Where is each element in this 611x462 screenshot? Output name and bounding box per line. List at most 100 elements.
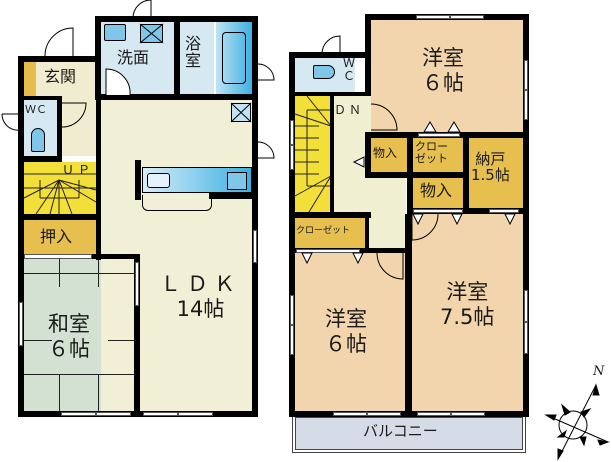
- wall: [407, 172, 469, 178]
- oshiire-area: [24, 220, 96, 254]
- wc-1f-label: ＷＣ: [25, 103, 47, 116]
- genkan-tile: [24, 62, 36, 96]
- oshiire-label: 押入: [40, 227, 73, 246]
- closet-door: [413, 209, 463, 213]
- fridge-x-icon: [230, 102, 252, 123]
- wall: [407, 208, 529, 214]
- youshitsu-sw-label: 洋室 ６帖: [325, 307, 367, 357]
- senmen-inner-door[interactable]: [104, 68, 132, 97]
- youshitsu-sw-area: [295, 253, 405, 411]
- balcony-label: バルコニー: [363, 422, 438, 440]
- monoire2-label: 物入: [420, 181, 453, 200]
- wall: [523, 14, 529, 417]
- nando-label: 納戸 1.5帖: [471, 150, 510, 184]
- genkan-label: 玄関: [44, 67, 77, 86]
- compass-icon: [544, 383, 610, 461]
- ldk-lower-area: [140, 254, 252, 411]
- kitchen-sink: [147, 173, 170, 188]
- window: [290, 295, 294, 325]
- wall: [96, 100, 101, 260]
- window: [253, 230, 257, 263]
- closet1-label: クロー ゼット: [415, 140, 448, 165]
- washbasin-icon: [104, 24, 126, 41]
- ldk-side-door[interactable]: [257, 140, 278, 160]
- wc-2f-label: Ｗ Ｃ: [343, 56, 356, 83]
- wc-outer-door[interactable]: [1, 112, 22, 132]
- genkan-area: [24, 62, 96, 96]
- wc-1f-door[interactable]: [61, 102, 90, 131]
- wall: [405, 214, 412, 417]
- kitchen-wall: [135, 160, 141, 200]
- window: [19, 302, 23, 346]
- window: [417, 412, 451, 416]
- closet2-area: [295, 218, 365, 248]
- wall: [18, 56, 24, 417]
- closet2-label: クローゼット: [296, 226, 351, 236]
- bath-door[interactable]: [257, 62, 278, 82]
- stairs-2f-lines: [294, 95, 332, 213]
- wall: [95, 94, 258, 100]
- closet-door: [296, 249, 360, 253]
- washitsu-label: 和室 ６帖: [48, 312, 90, 362]
- window: [178, 412, 213, 416]
- stairs-up-label: ＵＰ: [62, 163, 95, 177]
- window: [450, 15, 484, 19]
- wall: [18, 156, 62, 162]
- window: [96, 412, 131, 416]
- north-label: N: [593, 364, 605, 379]
- youshitsu-se-area: [412, 214, 523, 411]
- monoire1-area: [371, 138, 407, 172]
- window: [290, 145, 294, 170]
- nando-area: [469, 138, 523, 208]
- window: [416, 15, 450, 19]
- stove-icon: [227, 172, 247, 190]
- toilet-1f-icon: [31, 128, 45, 152]
- wall: [289, 52, 295, 417]
- window: [524, 90, 528, 120]
- closet-door: [418, 133, 460, 137]
- youshitsu-ne-area: [371, 20, 523, 132]
- wall: [365, 212, 369, 252]
- washer-x-icon: [139, 23, 164, 44]
- youshitsu-ne-door[interactable]: [370, 103, 401, 134]
- youshitsu-se-label: 洋室 7.5帖: [440, 280, 495, 330]
- monoire2-area: [413, 178, 463, 208]
- window: [524, 60, 528, 90]
- wall: [95, 16, 258, 22]
- youshitsu-sw-door[interactable]: [376, 252, 407, 283]
- tatami-grid: [24, 259, 134, 411]
- wall: [330, 96, 334, 212]
- closet1-area: [413, 138, 463, 172]
- window: [135, 262, 139, 306]
- monoire1-label: 物入: [373, 146, 398, 160]
- wall: [57, 96, 62, 162]
- window: [524, 290, 528, 322]
- toilet-2f-icon: [313, 65, 335, 79]
- youshitsu-ne-label: 洋室 ６帖: [422, 46, 464, 96]
- yokushitsu-area: [180, 22, 214, 94]
- wall: [289, 212, 371, 218]
- dining-bench: [142, 195, 212, 211]
- window: [333, 412, 367, 416]
- wall: [252, 16, 258, 417]
- wall: [18, 96, 61, 100]
- window: [61, 412, 96, 416]
- stairs-1f-lines: [23, 173, 97, 215]
- window: [290, 325, 294, 355]
- bathtub-icon: [222, 32, 246, 84]
- wall: [18, 56, 101, 62]
- window: [451, 412, 485, 416]
- wall: [174, 22, 180, 94]
- entrance-door[interactable]: [44, 27, 75, 58]
- window: [367, 412, 401, 416]
- senmen-door[interactable]: [132, 0, 153, 20]
- stairs-dn-label: ＤＮ: [334, 103, 365, 117]
- yokushitsu-label: 浴 室: [185, 34, 202, 70]
- wc-2f-door[interactable]: [321, 35, 342, 56]
- window: [524, 322, 528, 354]
- wall: [289, 52, 371, 58]
- wall: [18, 214, 101, 220]
- wall: [365, 172, 413, 178]
- closet-door: [489, 209, 519, 213]
